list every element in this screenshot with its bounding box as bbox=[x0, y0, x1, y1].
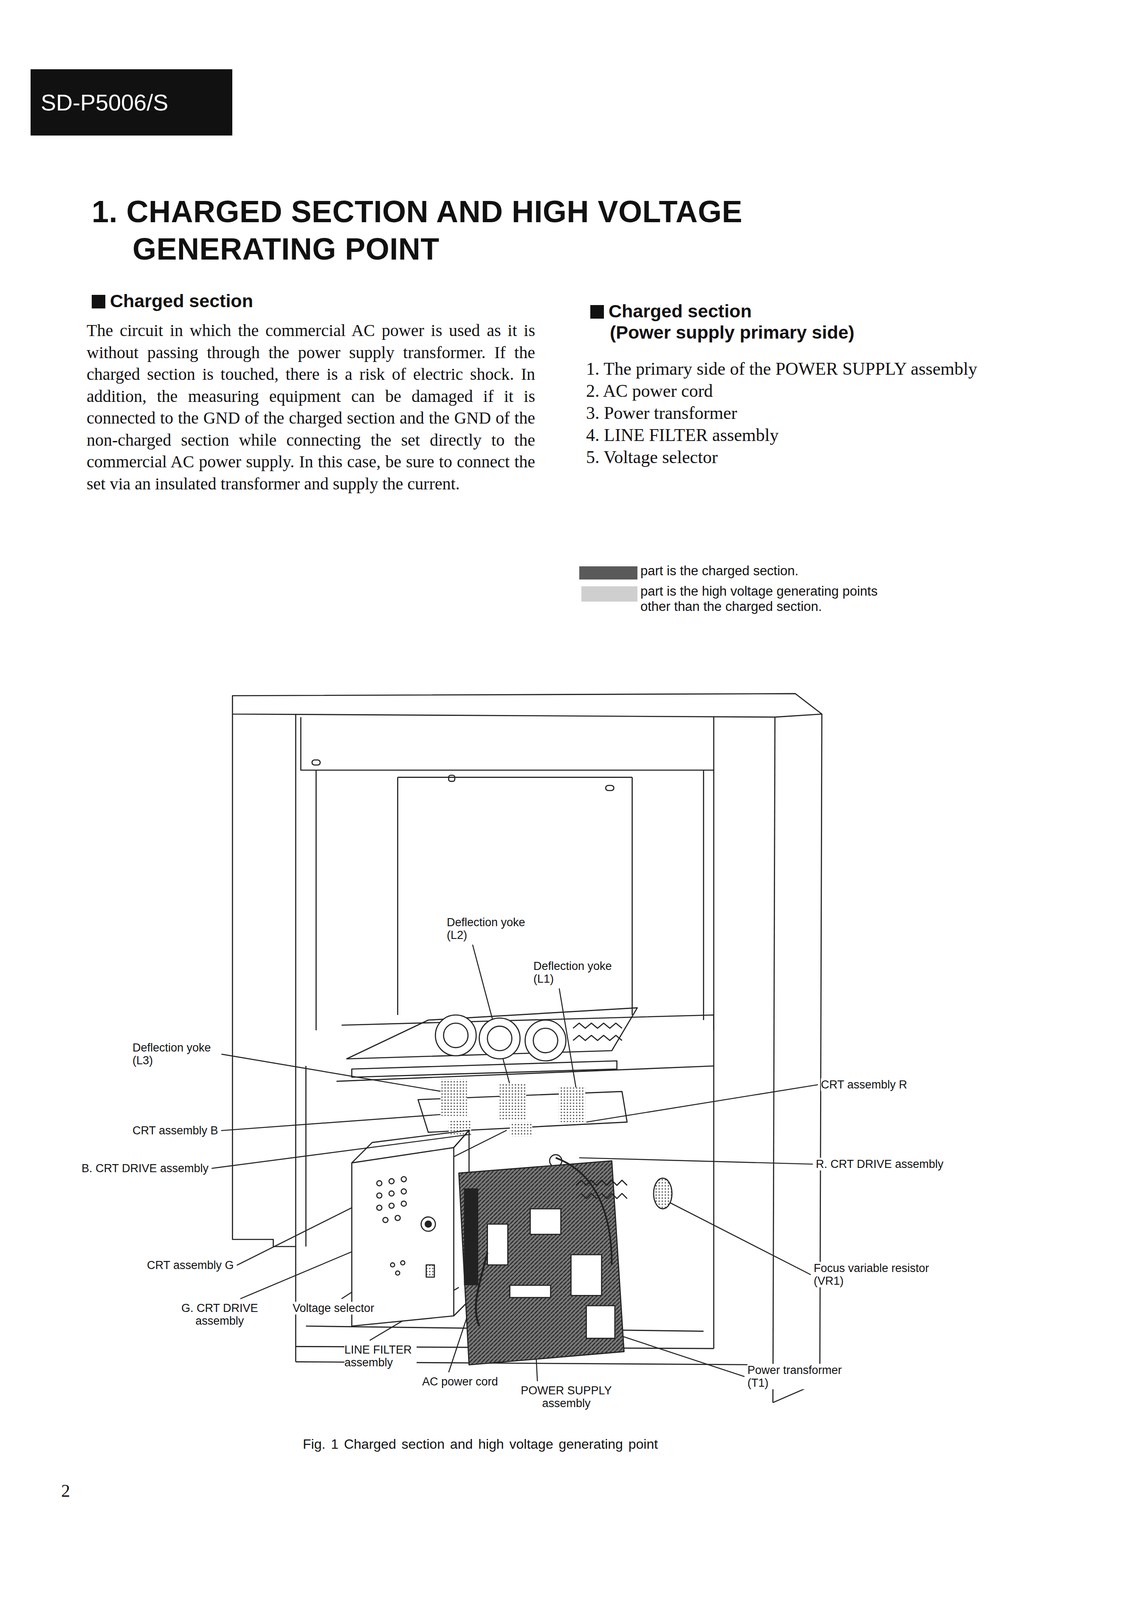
section-heading: Charged section bbox=[608, 300, 752, 322]
section-heading: Charged section bbox=[109, 290, 254, 311]
page-number: 2 bbox=[61, 1480, 71, 1501]
list-item: 5. Voltage selector bbox=[586, 447, 718, 468]
part-callout: Deflection yoke (L3) bbox=[132, 1040, 219, 1067]
part-callout: CRT assembly G bbox=[146, 1258, 235, 1272]
body-paragraph: The circuit in which the commercial AC p… bbox=[86, 319, 536, 495]
model-badge: SD-P5006/S bbox=[30, 69, 233, 136]
part-callout: POWER SUPPLY assembly bbox=[518, 1383, 615, 1410]
part-callout: LINE FILTER assembly bbox=[344, 1342, 417, 1369]
part-callout: CRT assembly R bbox=[820, 1077, 908, 1091]
part-callout: Deflection yoke (L2) bbox=[446, 915, 533, 942]
part-callout: G. CRT DRIVE assembly bbox=[178, 1301, 261, 1327]
section-subheading: (Power supply primary side) bbox=[609, 321, 855, 343]
leader-line bbox=[668, 1201, 811, 1275]
part-callout: Deflection yoke (L1) bbox=[533, 959, 620, 985]
list-item: 3. Power transformer bbox=[586, 403, 738, 423]
heading-bullet bbox=[590, 304, 604, 319]
legend-swatch bbox=[581, 586, 638, 602]
page-title: 1. CHARGED SECTION AND HIGH VOLTAGE GENE… bbox=[91, 193, 940, 268]
heading-bullet bbox=[91, 294, 106, 309]
part-callout: B. CRT DRIVE assembly bbox=[81, 1161, 209, 1175]
legend-text: part is the charged section. bbox=[640, 563, 904, 579]
list-item: 1. The primary side of the POWER SUPPLY … bbox=[586, 358, 978, 379]
part-callout: Focus variable resistor (VR1) bbox=[813, 1261, 938, 1287]
list-item: 2. AC power cord bbox=[586, 380, 714, 401]
figure-caption: Fig. 1 Charged section and high voltage … bbox=[302, 1435, 658, 1452]
leader-line bbox=[586, 1084, 818, 1122]
leader-line bbox=[221, 1053, 454, 1094]
list-item: 4. LINE FILTER assembly bbox=[586, 425, 779, 446]
leader-line bbox=[579, 1157, 813, 1164]
part-callout: Voltage selector bbox=[292, 1301, 375, 1314]
part-callout: R. CRT DRIVE assembly bbox=[815, 1157, 944, 1171]
part-callout: AC power cord bbox=[422, 1374, 499, 1388]
leader-line bbox=[221, 1113, 449, 1131]
model-number: SD-P5006/S bbox=[40, 89, 169, 116]
legend-text: part is the high voltage generating poin… bbox=[640, 583, 904, 614]
part-callout: CRT assembly B bbox=[132, 1123, 219, 1137]
part-callout: Power transformer (T1) bbox=[747, 1363, 846, 1389]
legend-swatch bbox=[579, 566, 638, 580]
